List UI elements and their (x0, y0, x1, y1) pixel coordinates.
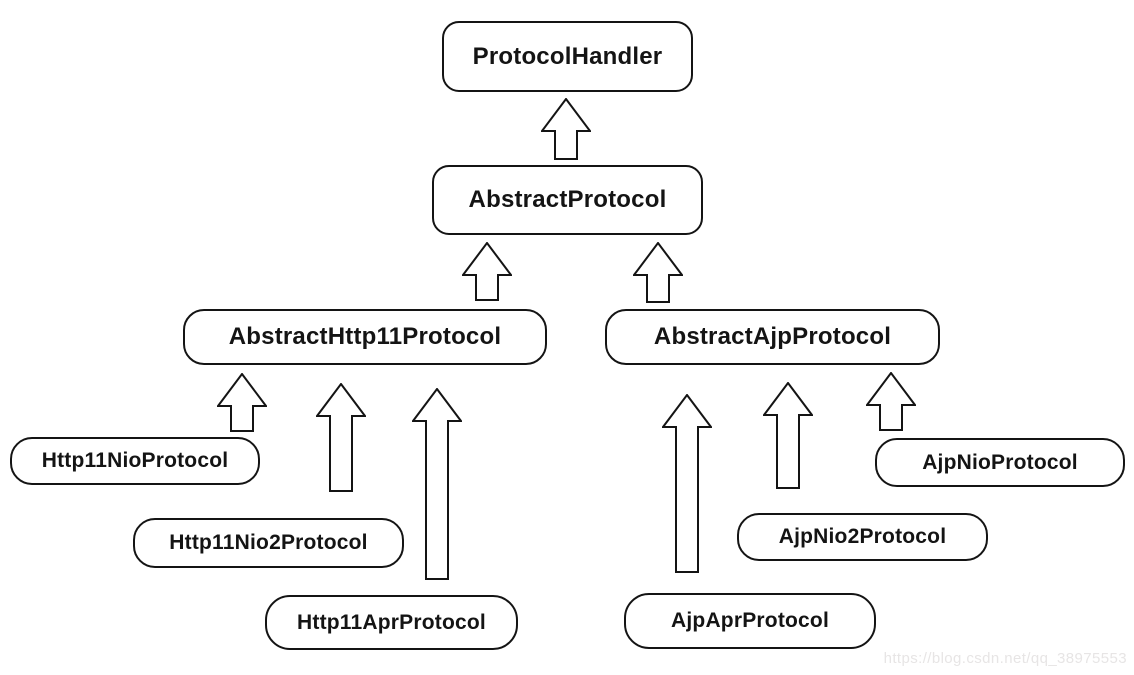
class-node-label: Http11NioProtocol (41, 449, 229, 472)
inheritance-arrow-ajpnio2-to-abstractajp (763, 382, 813, 489)
class-node-label: Http11AprProtocol (297, 610, 486, 634)
class-node-abstractajpprotocol: AbstractAjpProtocol (605, 309, 940, 365)
inheritance-arrow-ajpnio-to-abstractajp (866, 372, 916, 431)
class-node-label: AjpAprProtocol (671, 609, 829, 632)
class-node-label: AjpNio2Protocol (778, 525, 947, 548)
inheritance-arrow-http11nio2-to-abstracthttp11 (316, 383, 366, 492)
class-node-http11nio2protocol: Http11Nio2Protocol (133, 518, 404, 568)
class-node-abstracthttp11protocol: AbstractHttp11Protocol (183, 309, 547, 365)
class-node-label: AbstractProtocol (468, 186, 667, 213)
class-node-abstractprotocol: AbstractProtocol (432, 165, 703, 235)
inheritance-arrow-http11apr-to-abstracthttp11 (412, 388, 462, 580)
inheritance-arrow-ajpapr-to-abstractajp (662, 394, 712, 573)
class-node-http11nioprotocol: Http11NioProtocol (10, 437, 260, 485)
inheritance-arrow-abstractprotocol-to-protocolhandler (541, 98, 591, 160)
class-node-ajpnio2protocol: AjpNio2Protocol (737, 513, 988, 561)
class-node-label: AbstractHttp11Protocol (228, 323, 502, 350)
inheritance-arrow-abstracthttp11-to-abstractprotocol (462, 242, 512, 301)
class-node-label: AbstractAjpProtocol (653, 323, 892, 350)
inheritance-arrow-abstractajp-to-abstractprotocol (633, 242, 683, 303)
class-node-http11aprprotocol: Http11AprProtocol (265, 595, 518, 650)
class-node-label: AjpNioProtocol (922, 450, 1078, 474)
csdn-watermark: https://blog.csdn.net/qq_38975553 (883, 650, 1127, 667)
class-node-ajpnioprotocol: AjpNioProtocol (875, 438, 1125, 487)
inheritance-arrow-http11nio-to-abstracthttp11 (217, 373, 267, 432)
class-node-ajpaprprotocol: AjpAprProtocol (624, 593, 876, 649)
class-node-label: Http11Nio2Protocol (169, 531, 368, 554)
class-node-label: ProtocolHandler (472, 42, 663, 70)
class-node-protocolhandler: ProtocolHandler (442, 21, 693, 92)
